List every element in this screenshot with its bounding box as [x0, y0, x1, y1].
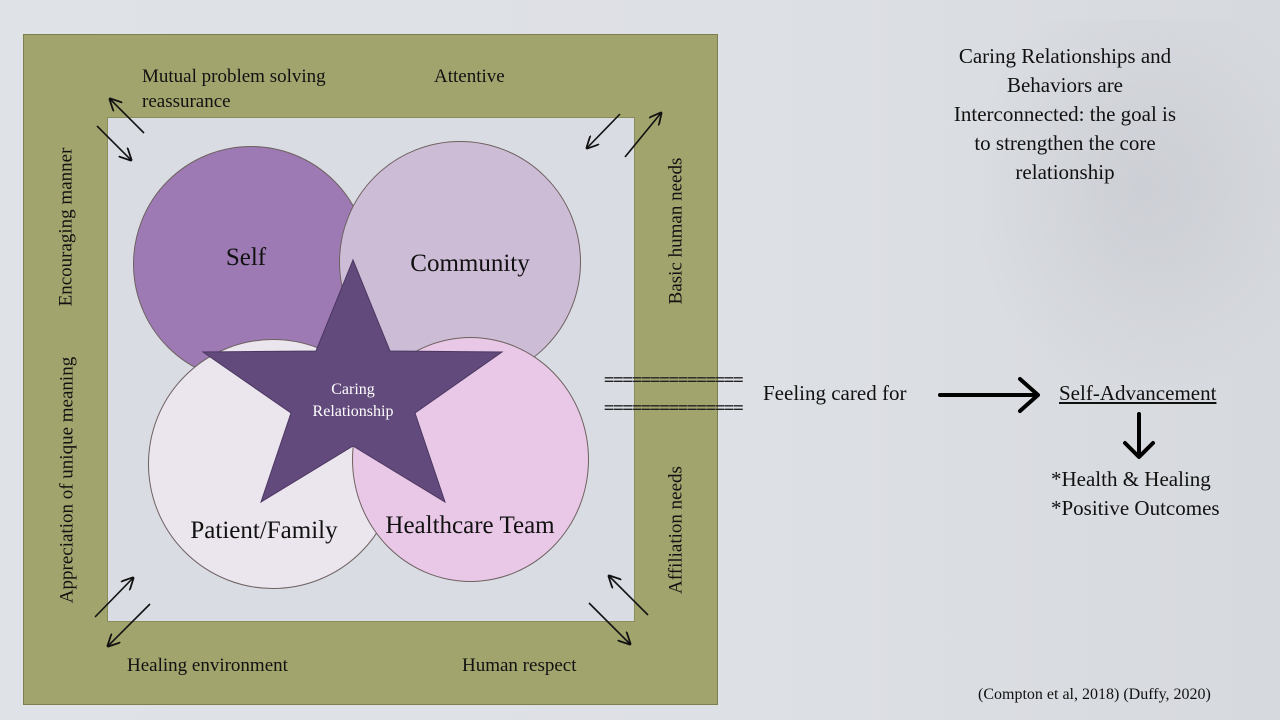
feeling-cared-for: Feeling cared for — [763, 381, 907, 405]
heading-line-4: to strengthen the core — [974, 131, 1156, 155]
arrow-bottom-left-out — [108, 603, 151, 646]
label-healing-environment: Healing environment — [127, 655, 288, 676]
equals-line-top: =============== — [604, 370, 744, 390]
heading-line-2: Behaviors are — [1006, 73, 1124, 97]
label-healthcare-team: Healthcare Team — [385, 512, 555, 539]
heading-line-1: Caring Relationships and — [958, 44, 1172, 68]
label-reassurance: reassurance — [142, 91, 231, 112]
star-label-relationship: Relationship — [312, 403, 394, 420]
label-self: Self — [225, 244, 267, 271]
label-mutual-problem-solving: Mutual problem solving — [142, 66, 326, 87]
outcome-positive-outcomes: *Positive Outcomes — [1051, 496, 1220, 520]
arrow-bottom-right-in — [609, 576, 649, 616]
arrow-down-to-outcomes-head — [1123, 441, 1155, 459]
equals-line-bottom: =============== — [604, 398, 744, 418]
right-heading: Caring Relationships and Behaviors are I… — [930, 42, 1200, 187]
citation: (Compton et al, 2018) (Duffy, 2020) — [978, 686, 1211, 703]
background-flower-watermark — [940, 20, 1280, 440]
arrow-to-self-advancement-head — [1018, 377, 1040, 413]
arrow-top-left-in — [96, 125, 131, 160]
label-human-respect: Human respect — [462, 655, 577, 676]
self-advancement: Self-Advancement — [1059, 381, 1217, 405]
label-attentive: Attentive — [434, 66, 505, 87]
label-community: Community — [410, 250, 530, 277]
arrow-top-right-out — [624, 113, 661, 158]
arrow-top-right-in — [587, 113, 621, 148]
heading-line-3: Interconnected: the goal is — [953, 102, 1177, 126]
arrow-top-left-out — [110, 99, 145, 134]
heading-line-5: relationship — [1015, 160, 1115, 184]
outcome-health-healing: *Health & Healing — [1051, 467, 1211, 491]
arrow-bottom-right-out — [588, 602, 630, 644]
label-patient-family: Patient/Family — [190, 517, 338, 544]
arrow-bottom-left-in — [94, 578, 133, 618]
star-label-caring: Caring — [331, 381, 375, 398]
